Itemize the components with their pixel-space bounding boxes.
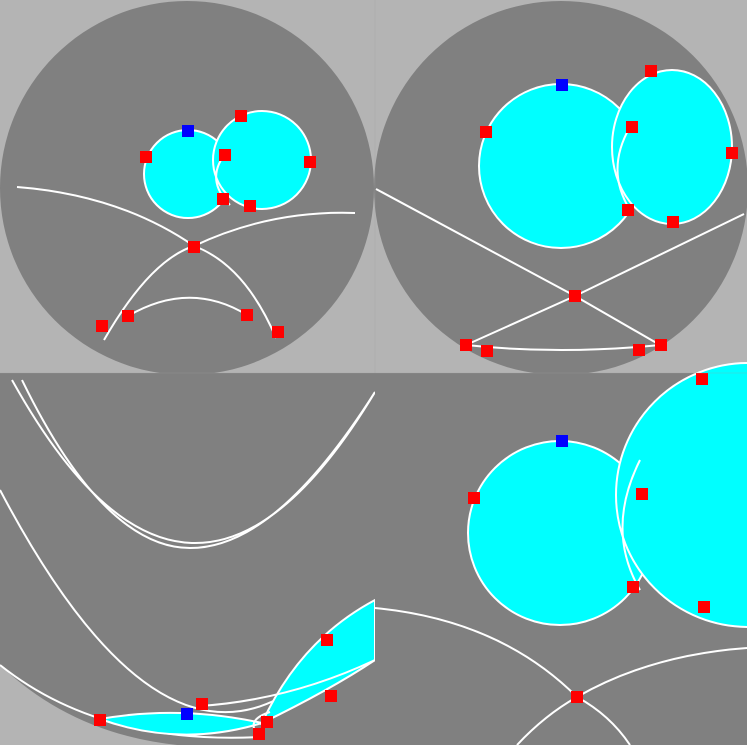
panel-bottom-right-handle[interactable]: [627, 581, 639, 593]
panel-top-left-handle[interactable]: [140, 151, 152, 163]
panel-top-left-handle[interactable]: [272, 326, 284, 338]
panel-top-left-selected-handle[interactable]: [182, 125, 194, 137]
panel-bottom-left-tangent-curve: [199, 659, 376, 707]
panel-bottom-left-outer-parabola: [11, 379, 376, 544]
panel-top-right-handle[interactable]: [655, 339, 667, 351]
panel-bottom-left-handle[interactable]: [253, 728, 265, 740]
panel-bottom-right-handle[interactable]: [698, 601, 710, 613]
panel-bottom-left-outside-corner: [0, 665, 80, 745]
panel-bottom-left-outside-region: [0, 665, 375, 745]
panel-bottom-left-handle[interactable]: [94, 714, 106, 726]
panel-bottom-left-handle[interactable]: [196, 698, 208, 710]
panel-bottom-left: [0, 373, 376, 745]
panel-bottom-left-selected-handle[interactable]: [181, 708, 193, 720]
panel-top-right-handle[interactable]: [569, 290, 581, 302]
panel-bottom-left-handle[interactable]: [261, 716, 273, 728]
panel-top-left-handle[interactable]: [235, 110, 247, 122]
panel-top-right-circle-b[interactable]: [611, 69, 733, 225]
panel-bottom-right-selected-handle[interactable]: [556, 435, 568, 447]
panel-top-right-handle[interactable]: [645, 65, 657, 77]
panel-top-left-handle[interactable]: [219, 149, 231, 161]
panel-top-left-handle[interactable]: [244, 200, 256, 212]
panel-top-right-handle[interactable]: [726, 147, 738, 159]
panel-top-right-handle[interactable]: [481, 345, 493, 357]
panel-top-right-overlap-arc: [616, 126, 631, 211]
panel-top-left-handle[interactable]: [188, 241, 200, 253]
panel-top-right-handle[interactable]: [667, 216, 679, 228]
panel-bottom-right-overlap-arc: [621, 459, 641, 591]
panel-top-left-inner-arc: [127, 296, 248, 317]
panel-top-left-handle[interactable]: [122, 310, 134, 322]
panel-bottom-right-handle[interactable]: [696, 373, 708, 385]
panel-top-left-handle[interactable]: [304, 156, 316, 168]
panel-top-right: [374, 0, 747, 375]
panel-top-right-handle[interactable]: [480, 126, 492, 138]
panel-bottom-right-handle[interactable]: [468, 492, 480, 504]
panel-top-right-handle[interactable]: [633, 344, 645, 356]
panel-top-left-handle[interactable]: [217, 193, 229, 205]
panel-bottom-left-handle[interactable]: [321, 634, 333, 646]
panel-bottom-right-handle[interactable]: [636, 488, 648, 500]
panel-top-right-selected-handle[interactable]: [556, 79, 568, 91]
panel-bottom-left-lens-b[interactable]: [259, 598, 376, 726]
panel-top-left: [0, 0, 375, 375]
panel-top-left-handle[interactable]: [241, 309, 253, 321]
panel-bottom-right-circle-b[interactable]: [615, 362, 747, 628]
panel-top-right-handle[interactable]: [460, 339, 472, 351]
panel-top-right-handle[interactable]: [622, 204, 634, 216]
panel-bottom-right-handle[interactable]: [571, 691, 583, 703]
panel-bottom-left-top-curve: [21, 379, 376, 550]
panel-bottom-right: [374, 362, 747, 745]
panel-bottom-left-handle[interactable]: [325, 690, 337, 702]
panel-top-right-handle[interactable]: [626, 121, 638, 133]
panel-top-left-handle[interactable]: [96, 320, 108, 332]
